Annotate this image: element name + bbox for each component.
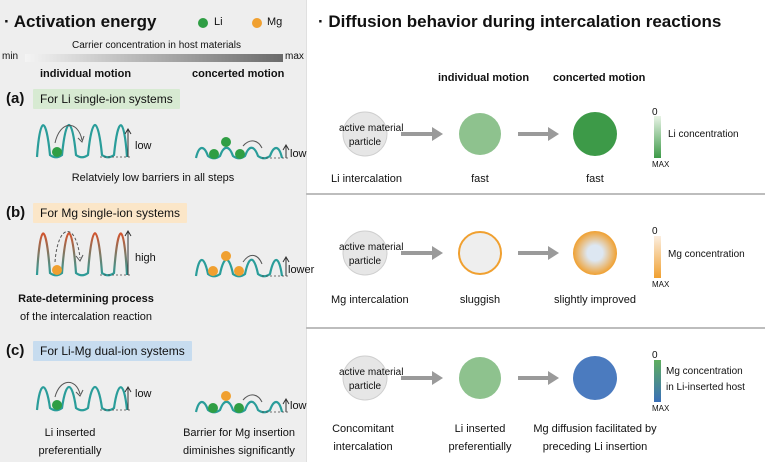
row-b-base-particle (342, 230, 388, 276)
row-b-barrier-individual: high (135, 252, 156, 264)
row-b-scale-label: Mg concentration (668, 249, 745, 260)
row-a-arrow-2 (548, 127, 559, 141)
row-a-base-particle (342, 111, 388, 157)
row-b-barrier-concerted: lower (288, 264, 315, 276)
row-b-mg-ion-concerted-3 (208, 266, 218, 276)
left-panel-title: · Activation energy (4, 12, 157, 31)
left-panel-background (0, 0, 306, 462)
row-c-barrier-individual: low (135, 388, 152, 400)
row-b-mg-ion-concerted-1 (221, 251, 231, 261)
concentration-gradient-bar (25, 54, 283, 62)
panel-separator (306, 0, 307, 462)
right-col-individual-motion: individual motion (438, 72, 530, 84)
row-a-individual-curve (35, 123, 129, 159)
row-c-mg-ion (221, 391, 231, 401)
row-a-state2-particle (573, 112, 617, 156)
row-b-state1: sluggish (459, 294, 501, 306)
row-a-state1-particle (459, 113, 501, 155)
row-b-tag: (b) (6, 204, 26, 221)
row-c-base-particle (342, 355, 388, 401)
row-divider-2 (306, 327, 765, 329)
row-c-individual-curve (35, 385, 129, 412)
row-b-mg-ion (52, 265, 62, 275)
row-c-scale-top: 0 (652, 350, 658, 361)
row-b-scale-top: 0 (652, 226, 658, 237)
row-c-label: For Li-Mg dual-ion systems (33, 341, 192, 361)
row-b-individual-curve (35, 232, 129, 277)
row-b-energy-diagrams (35, 230, 290, 278)
left-col-individual-motion: individual motion (40, 68, 132, 80)
row-b-state2: slightly improved (554, 294, 636, 306)
row-c-particles (342, 355, 661, 402)
row-c-li-ion-concerted-1 (234, 403, 244, 413)
row-c-state1-particle (459, 357, 501, 399)
row-divider-1 (306, 193, 765, 195)
row-a-hop-arrow (54, 124, 83, 144)
row-c-barrier-concerted: low (290, 400, 307, 412)
row-a-barrier-concerted: low (290, 148, 307, 160)
gradient-max-label: max (285, 51, 304, 62)
row-a-label: For Li single-ion systems (33, 89, 180, 109)
mg-legend-dot (252, 18, 262, 28)
row-a-li-ion-concerted-3 (209, 149, 219, 159)
left-col-concerted-motion: concerted motion (192, 68, 285, 80)
row-a-scale-bottom: MAX (652, 160, 670, 169)
row-b-mg-ion-concerted-2 (234, 266, 244, 276)
row-a-barrier-individual: low (135, 140, 152, 152)
row-c-scale-bottom: MAX (652, 404, 670, 413)
row-b-note-bold: Rate-determining process (18, 293, 154, 305)
row-a-li-ion (52, 147, 62, 157)
row-b-state2-particle (573, 231, 617, 275)
row-a-tag: (a) (6, 90, 25, 107)
row-a-li-ion-concerted-2 (235, 149, 245, 159)
row-a-note: Relatviely low barriers in all steps (71, 172, 235, 184)
row-c-state2-particle (573, 356, 617, 400)
row-b-label: For Mg single-ion systems (33, 203, 188, 223)
row-c-tag: (c) (6, 342, 25, 359)
mg-legend-label: Mg (267, 16, 283, 28)
li-legend-label: Li (214, 16, 223, 28)
right-col-concerted-motion: concerted motion (553, 72, 646, 84)
row-b-hop-arrow (54, 231, 81, 263)
row-c-li-ion-concerted-2 (208, 403, 218, 413)
row-b-concerted-curve (194, 258, 284, 278)
row-b-scale-bar (654, 236, 661, 278)
row-a-li-ion-concerted-1 (221, 137, 231, 147)
row-a-arrow-1 (432, 127, 443, 141)
row-b-process: Mg intercalation (331, 294, 409, 306)
li-legend-dot (198, 18, 208, 28)
row-b-particles (342, 230, 661, 278)
row-a-state2: fast (586, 173, 604, 185)
row-a-energy-diagrams (35, 123, 290, 160)
row-a-process: Li intercalation (331, 173, 402, 185)
row-a-state1: fast (471, 173, 489, 185)
row-a-scale-bar (654, 116, 661, 158)
gradient-caption: Carrier concentration in host materials (72, 40, 241, 51)
row-c-scale-bar (654, 360, 661, 402)
row-c-li-ion (52, 400, 62, 410)
row-b-scale-bottom: MAX (652, 280, 670, 289)
gradient-min-label: min (2, 51, 19, 62)
row-a-scale-top: 0 (652, 107, 658, 118)
legend-icons (198, 18, 262, 28)
row-a-particles (342, 111, 661, 158)
right-panel-title: · Diffusion behavior during intercalatio… (318, 12, 722, 31)
row-a-scale-label: Li concentration (668, 129, 739, 140)
row-b-note: of the intercalation reaction (19, 311, 153, 323)
row-c-energy-diagrams (35, 381, 290, 414)
row-b-state1-particle (458, 231, 502, 275)
